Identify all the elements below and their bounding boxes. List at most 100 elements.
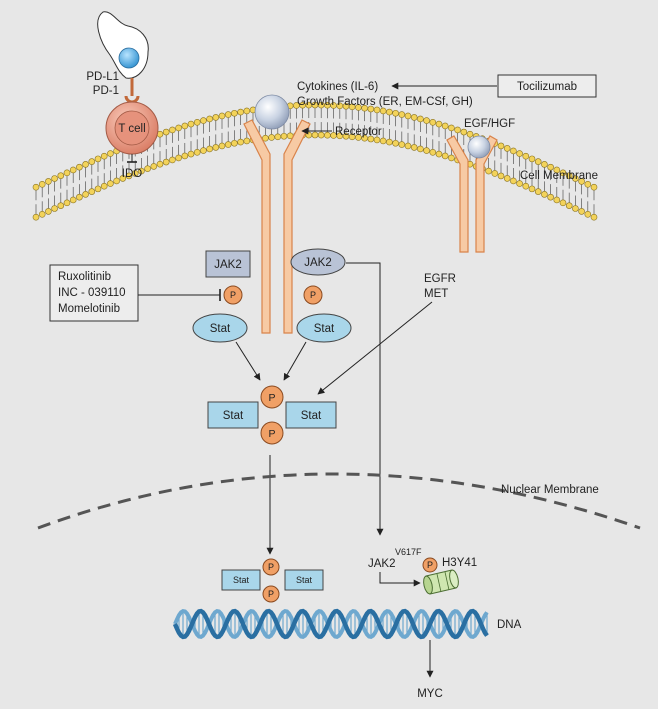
ido-inhibition-bar [127,154,137,163]
dna-label: DNA [497,619,522,631]
dimer-phosphate-top [260,385,284,409]
lipid [361,104,368,142]
lipid [311,101,319,139]
lipid [497,142,505,180]
lipid [392,109,399,147]
lipid [516,150,523,187]
histone-cylinder [423,569,459,595]
met-label: MET [424,288,448,300]
pd-1-label: PD-1 [93,85,119,97]
lipid [107,150,114,187]
v617f-label: V617F [395,547,422,557]
jak2-oval-label: JAK2 [304,257,332,269]
lipid [572,175,579,212]
receptor-label: Receptor [335,126,382,138]
lipid [553,166,561,204]
lipid [94,155,102,193]
pd-l1-label: PD-L1 [86,71,119,83]
lipid [379,107,387,145]
dimer-phosphate-bottom-label: P [268,428,275,440]
nuclear-stat-left [221,569,261,591]
t-cell [105,101,159,155]
lipid [522,152,530,190]
lipid [206,115,213,153]
stat-dimer-right [285,401,337,429]
nuclear-stat-right-label: Stat [296,575,313,585]
nuclear-phosphate-top [262,558,280,576]
stat-dimer-left [207,401,259,429]
nuclear-membrane [37,472,641,530]
lipid [45,178,52,215]
antigen-presenting-cell [97,11,149,79]
jak2-nuclear-label: JAK2 [368,558,396,570]
phosphate-left-label: P [230,290,236,300]
lipid [200,117,207,154]
egf-hgf-ligand [467,135,491,159]
stat-dimer-right-label: Stat [301,410,322,422]
lipid [584,180,592,218]
egf-hgf-receptor [446,135,498,253]
stat-right-label: Stat [314,323,335,335]
lipid [218,112,226,150]
lipid [113,147,120,185]
nuclear-stat-right [284,569,324,591]
lipid [82,161,89,198]
lipid [175,124,182,162]
cell-nucleus [118,47,140,69]
lipid [547,163,554,201]
tocilizumab-box [497,74,597,98]
phosphate-left [223,285,243,305]
lipid [441,122,449,160]
phosphate-right [303,285,323,305]
h3y41-label: H3Y41 [442,557,477,569]
cytokine-receptor [243,119,311,334]
lipid [417,115,424,153]
jak2-box-label: JAK2 [214,259,242,271]
lipid [156,130,164,168]
jak2-histone-arrow [379,572,421,587]
lipid [237,108,244,146]
stat-dimer-left-label: Stat [223,410,244,422]
myc-label: MYC [417,688,443,700]
lipid [76,163,83,201]
jak2-box [205,250,251,278]
lipid [565,172,573,209]
lipid [510,147,517,185]
cytokines-label: Cytokines (IL-6) [297,81,378,93]
stat-left-label: Stat [210,323,231,335]
nuclear-membrane-label: Nuclear Membrane [501,484,599,496]
lipid [423,117,430,154]
stat-left-arrow [235,341,261,381]
jak-inhibitors-box [49,264,139,322]
stat-right-arrow [283,341,307,381]
growth-factors-label: Growth Factors (ER, EM-CSf, GH) [297,96,473,108]
histone-phosphate [422,557,438,573]
lipid [541,161,548,198]
lipid [162,128,170,166]
lipid [559,169,567,207]
lipid [503,145,511,182]
lipid [57,172,65,209]
dna-helix [172,608,489,640]
lipid [578,178,585,215]
t-cell-label: T cell [118,123,145,135]
inhibitor-inc-039110: INC - 039110 [58,287,126,299]
lipid [373,106,381,144]
inhibitor-momelotinib: Momelotinib [58,303,120,315]
lipid [330,102,337,139]
egfr-met-arrow [317,301,433,395]
tocilizumab-label: Tocilizumab [517,81,577,93]
egfr-label: EGFR [424,273,456,285]
lipid [32,183,40,221]
lipid [69,166,77,204]
jak2-nuclear-arrow [346,262,384,536]
lipid [429,118,437,156]
inhibition-line [138,289,221,301]
nuclear-phosphate-bottom-label: P [268,589,274,599]
lipid [534,158,542,195]
egf-hgf-label: EGF/HGF [464,118,515,130]
lipid [528,155,536,193]
inhibitor-ruxolitinib: Ruxolitinib [58,271,111,283]
